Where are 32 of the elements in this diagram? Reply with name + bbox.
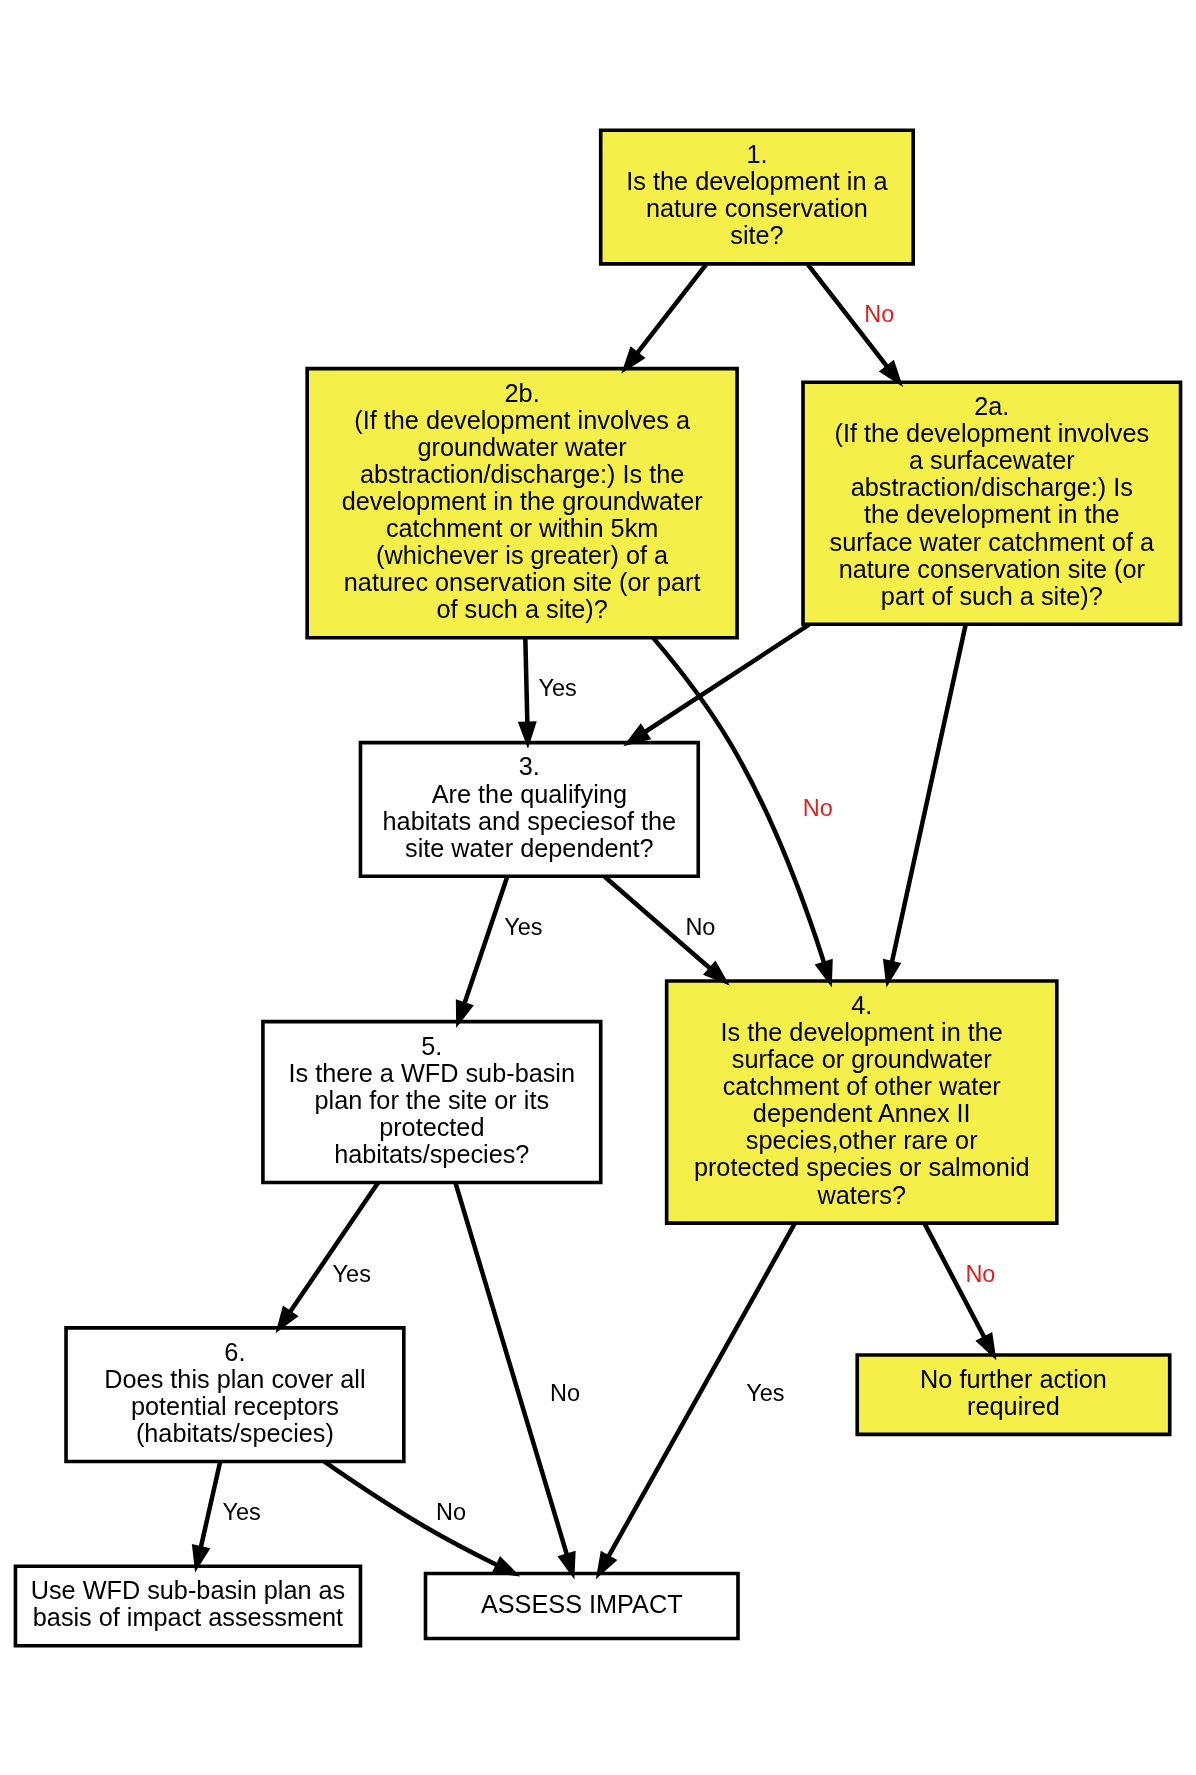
- node-box: 1. Is the development in a nature conservation site?: [598, 127, 915, 266]
- edge-label: Yes: [222, 1498, 261, 1525]
- arrow: [623, 622, 811, 746]
- edge-label: No: [802, 794, 833, 821]
- arrow: [323, 1459, 521, 1576]
- node-box: Use WFD sub-basin plan as basis of impact assessment: [13, 1564, 363, 1648]
- node-box: 6. Does this plan cover all potential receptors (habitats/species): [64, 1325, 406, 1463]
- arrow: [275, 1181, 380, 1333]
- node-box: 2a. (If the development involves a surfacewater abstraction/discharge:) Is the development in the surface water catchment of a nature conservation site (or part of such a site)?: [801, 379, 1183, 626]
- node-box: 2b. (If the development involves a groundwater water abstraction/discharge:) Is the development in the groundwater catchment or within 5km (whichever is greater) of a naturec onservation site (or part of such a site)?: [305, 366, 739, 640]
- arrow: [882, 623, 968, 987]
- edge-label: No: [965, 1260, 996, 1287]
- edge-label: No: [436, 1498, 467, 1525]
- arrow: [455, 875, 510, 1028]
- edge-label: Yes: [538, 674, 577, 701]
- arrow: [517, 638, 537, 749]
- arrow: [453, 1181, 576, 1580]
- edge-label: No: [549, 1379, 580, 1406]
- node-box: ASSESS IMPACT: [423, 1571, 740, 1640]
- edge-label: No: [685, 913, 716, 940]
- node-box: 4. Is the development in the surface or groundwater catchment of other water dependent Annex II species,other rare or protected species or salmonid waters?: [664, 978, 1059, 1225]
- node-box: 3. Are the qualifying habitats and speciesof the site water dependent?: [358, 740, 701, 878]
- arrow: [191, 1460, 223, 1573]
- node-box: No further action required: [855, 1352, 1172, 1436]
- node-box: 5. Is there a WFD sub-basin plan for the site or its protected habitats/species?: [261, 1019, 603, 1184]
- edge-label: Yes: [746, 1379, 785, 1406]
- arrow: [595, 1222, 797, 1579]
- edge-label: Yes: [332, 1260, 371, 1287]
- edge-label: No: [864, 300, 895, 327]
- arrow: [806, 262, 903, 387]
- edge-label: Yes: [504, 913, 543, 940]
- arrow: [621, 262, 708, 374]
